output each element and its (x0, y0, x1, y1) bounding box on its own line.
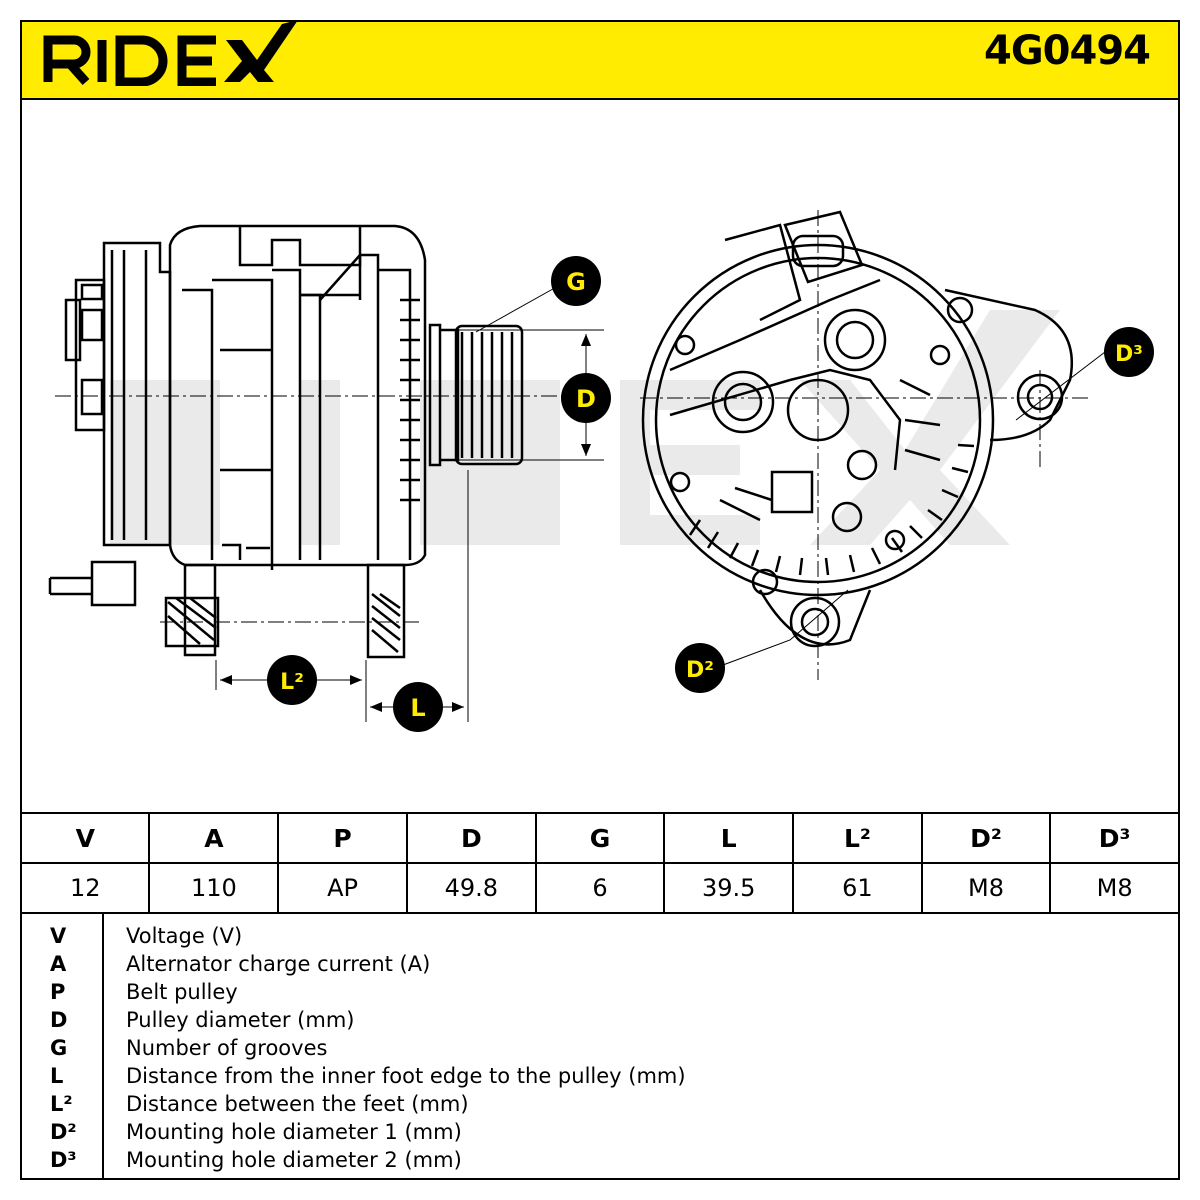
label-l2-badge: L² (267, 655, 317, 705)
legend-item: G Number of grooves (22, 1036, 1182, 1064)
legend-divider (102, 914, 104, 1178)
svg-text:G: G (566, 268, 586, 296)
legend-key: D² (50, 1120, 77, 1144)
legend-key: P (50, 980, 66, 1004)
ridex-logo (43, 20, 298, 86)
label-d2-badge: D² (675, 643, 725, 693)
legend-text: Alternator charge current (A) (126, 952, 431, 976)
spec-value-row: 12 110 AP 49.8 6 39.5 61 M8 M8 (19, 862, 1180, 914)
svg-text:D: D (576, 385, 596, 413)
legend-item: A Alternator charge current (A) (22, 952, 1182, 980)
alternator-drawing: G D D³ D² L² L (48, 210, 1154, 732)
legend-key: V (50, 924, 67, 948)
header-cell: P (277, 812, 408, 864)
legend-text: Mounting hole diameter 2 (mm) (126, 1148, 462, 1172)
legend-item: L Distance from the inner foot edge to t… (22, 1064, 1182, 1092)
header-cell: A (148, 812, 280, 864)
value-cell: 49.8 (405, 862, 537, 914)
spec-table: V A P D G L L² D² D³ 12 110 AP 49.8 6 39… (19, 812, 1180, 914)
legend-key: L (50, 1064, 64, 1088)
header-cell: L² (792, 812, 923, 864)
legend-item: D² Mounting hole diameter 1 (mm) (22, 1120, 1182, 1148)
legend-key: G (50, 1036, 68, 1060)
legend-text: Belt pulley (126, 980, 238, 1004)
header-cell: D (405, 812, 537, 864)
legend-text: Distance from the inner foot edge to the… (126, 1064, 686, 1088)
label-d-badge: D (561, 373, 611, 423)
legend: V Voltage (V) A Alternator charge curren… (20, 912, 1180, 1180)
legend-item: V Voltage (V) (22, 924, 1182, 952)
svg-text:L: L (410, 694, 425, 722)
value-cell: M8 (1049, 862, 1180, 914)
svg-text:D³: D³ (1115, 342, 1143, 367)
value-cell: 39.5 (663, 862, 795, 914)
header-cell: G (534, 812, 666, 864)
legend-text: Pulley diameter (mm) (126, 1008, 355, 1032)
label-d3-badge: D³ (1104, 327, 1154, 377)
legend-key: D³ (50, 1148, 77, 1172)
value-cell: M8 (920, 862, 1052, 914)
part-number: 4G0494 (984, 28, 1151, 74)
value-cell: 6 (534, 862, 666, 914)
svg-text:L²: L² (280, 670, 304, 695)
legend-text: Mounting hole diameter 1 (mm) (126, 1120, 462, 1144)
legend-key: L² (50, 1092, 73, 1116)
legend-item: D³ Mounting hole diameter 2 (mm) (22, 1148, 1182, 1176)
header-cell: V (19, 812, 151, 864)
legend-text: Voltage (V) (126, 924, 243, 948)
value-cell: AP (277, 862, 408, 914)
legend-text: Distance between the feet (mm) (126, 1092, 469, 1116)
svg-text:D²: D² (686, 658, 714, 683)
spec-header-row: V A P D G L L² D² D³ (19, 812, 1180, 864)
legend-item: D Pulley diameter (mm) (22, 1008, 1182, 1036)
label-g-badge: G (551, 256, 601, 306)
value-cell: 61 (792, 862, 923, 914)
value-cell: 12 (19, 862, 151, 914)
value-cell: 110 (148, 862, 280, 914)
header-cell: D³ (1049, 812, 1180, 864)
legend-key: A (50, 952, 67, 976)
side-view (48, 224, 524, 659)
header-cell: D² (920, 812, 1052, 864)
label-l-badge: L (393, 682, 443, 732)
header-cell: L (663, 812, 795, 864)
legend-key: D (50, 1008, 68, 1032)
legend-item: P Belt pulley (22, 980, 1182, 1008)
legend-text: Number of grooves (126, 1036, 328, 1060)
legend-item: L² Distance between the feet (mm) (22, 1092, 1182, 1120)
